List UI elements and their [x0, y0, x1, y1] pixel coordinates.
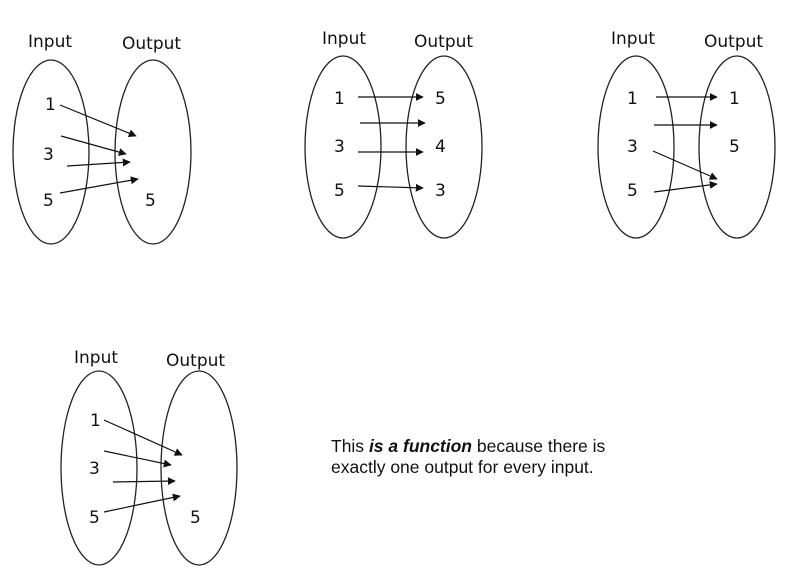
mapping-arrow — [357, 183, 424, 192]
mapping-diagram-2: Input Output 1 3 5 5 4 3 — [304, 29, 483, 239]
mapping-diagram-4: Input Output 1 3 5 5 — [60, 348, 238, 566]
output-oval — [114, 59, 192, 245]
input-oval — [597, 55, 675, 239]
output-value: 5 — [729, 137, 740, 157]
input-value: 5 — [334, 181, 345, 201]
mapping-diagram-1: Input Output 1 3 5 5 — [12, 32, 192, 245]
input-label: Input — [611, 29, 655, 49]
input-value: 5 — [627, 181, 638, 201]
mapping-arrow — [59, 104, 137, 137]
input-value: 1 — [334, 89, 345, 109]
input-value: 1 — [45, 95, 56, 115]
output-oval — [698, 55, 776, 239]
caption-suffix: because there is exactly one output for … — [331, 436, 606, 477]
input-label: Input — [28, 32, 72, 52]
output-label: Output — [414, 32, 473, 52]
caption-prefix: This — [331, 436, 369, 456]
input-value: 3 — [89, 459, 100, 479]
input-value: 3 — [334, 137, 345, 157]
output-value: 5 — [145, 191, 156, 211]
input-label: Input — [322, 29, 366, 49]
mapping-arrow — [103, 450, 172, 468]
mapping-arrow — [103, 419, 183, 456]
mapping-arrow — [66, 158, 131, 167]
output-label: Output — [704, 32, 763, 52]
input-oval — [12, 59, 90, 245]
mapping-diagram-3: Input Output 1 3 5 1 5 — [597, 29, 776, 239]
mapping-arrow — [103, 493, 181, 513]
input-label: Input — [74, 348, 118, 368]
mapping-arrow — [60, 135, 127, 156]
output-label: Output — [166, 351, 225, 371]
mapping-arrow — [59, 176, 139, 194]
output-label: Output — [122, 34, 181, 54]
input-oval — [304, 55, 382, 239]
mapping-arrow — [652, 150, 718, 180]
explanation-text: This is a function because there is exac… — [331, 436, 661, 478]
input-value: 1 — [627, 89, 638, 109]
output-oval — [405, 55, 483, 239]
input-value: 3 — [627, 137, 638, 157]
output-value: 5 — [190, 508, 201, 528]
input-value: 5 — [43, 191, 54, 211]
input-value: 1 — [90, 411, 101, 431]
output-value: 3 — [435, 181, 446, 201]
input-oval — [60, 370, 138, 566]
input-value: 5 — [89, 508, 100, 528]
mapping-arrow — [653, 180, 718, 193]
input-value: 3 — [43, 145, 54, 165]
output-value: 4 — [435, 137, 446, 157]
output-oval — [160, 370, 238, 566]
output-value: 5 — [435, 89, 446, 109]
caption-emphasis: is a function — [368, 436, 472, 456]
output-value: 1 — [729, 89, 740, 109]
mapping-arrow — [112, 477, 176, 486]
